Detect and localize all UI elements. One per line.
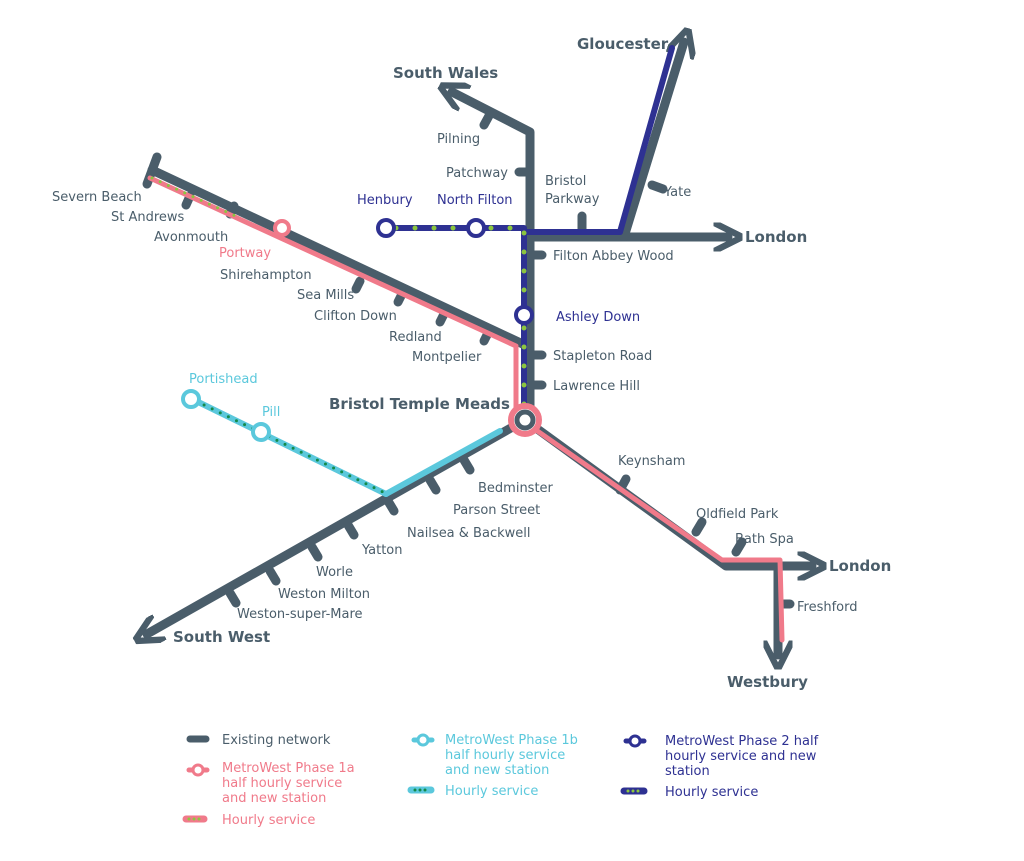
station-north-filton-marker[interactable]	[466, 218, 486, 238]
legend-p2-hourly: Hourly service	[665, 785, 758, 800]
station-label: Nailsea & Backwell	[407, 526, 530, 541]
station-label: Henbury	[357, 193, 413, 208]
line-south-west	[147, 415, 530, 634]
legend-p2-1: MetroWest Phase 2 half	[665, 734, 819, 749]
phase-2-hourly-dots	[393, 225, 527, 413]
station-ashley-down-marker[interactable]	[514, 305, 534, 325]
legend-p1b-hourly: Hourly service	[445, 784, 538, 799]
legend-p1a-2: half hourly service	[222, 776, 342, 791]
station-label: Freshford	[797, 600, 858, 615]
station-label: Sea Mills	[297, 288, 354, 303]
legend-p1b-1: MetroWest Phase 1b	[445, 733, 578, 748]
station-label: Filton Abbey Wood	[553, 249, 674, 264]
station-label: Portishead	[189, 372, 258, 387]
legend-p1a-3: and new station	[222, 791, 326, 806]
legend-p1a-hourly: Hourly service	[222, 813, 315, 828]
phase-1b-lines	[187, 395, 503, 497]
station-label: Worle	[316, 565, 353, 580]
station-label: Redland	[389, 330, 442, 345]
station-label: St Andrews	[111, 210, 185, 225]
station-label: Portway	[219, 246, 271, 261]
station-label: Ashley Down	[556, 310, 640, 325]
dest-gloucester: Gloucester	[577, 35, 669, 53]
station-label: Yate	[663, 185, 691, 200]
dest-london-north: London	[745, 228, 807, 246]
legend-p1b-swatch	[416, 733, 430, 747]
legend-p2-swatch	[628, 734, 642, 748]
dest-london-east: London	[829, 557, 891, 575]
station-label: Pill	[262, 405, 280, 420]
station-henbury-marker[interactable]	[376, 218, 396, 238]
station-portway-marker[interactable]	[273, 219, 291, 237]
line-gloucester	[619, 42, 684, 242]
station-label: Shirehampton	[220, 268, 312, 283]
hub-inner-marker	[514, 409, 536, 431]
legend-p1b-3: and new station	[445, 763, 549, 778]
station-label: Yatton	[361, 543, 403, 558]
legend-existing: Existing network	[222, 733, 331, 748]
legend-p2-2: hourly service and new	[665, 749, 817, 764]
legend-p1a-swatch	[191, 763, 205, 777]
station-label: Parkway	[545, 192, 600, 207]
dest-westbury: Westbury	[727, 673, 808, 691]
station-label: Bristol	[545, 174, 586, 189]
station-label: Severn Beach	[52, 190, 142, 205]
station-portishead-marker[interactable]	[181, 389, 201, 409]
line-south-wales	[452, 92, 535, 425]
legend: Existing network MetroWest Phase 1a half…	[182, 733, 819, 828]
phase-1a-lines	[147, 175, 785, 643]
legend-p1b-2: half hourly service	[445, 748, 565, 763]
dest-south-west: South West	[173, 628, 270, 646]
dest-south-wales: South Wales	[393, 64, 498, 82]
legend-p2-3: station	[665, 764, 710, 779]
phase-1b-hourly-dots	[194, 399, 385, 494]
station-label: Bedminster	[478, 481, 554, 496]
phase-1a-hourly-dots	[150, 176, 242, 220]
station-label: North Filton	[437, 193, 513, 208]
station-label: Parson Street	[453, 503, 540, 518]
station-label: Avonmouth	[154, 230, 228, 245]
station-label: Lawrence Hill	[553, 379, 640, 394]
station-label: Keynsham	[618, 454, 685, 469]
station-label: Clifton Down	[314, 309, 397, 324]
station-label: Oldfield Park	[696, 507, 779, 522]
hub-label: Bristol Temple Meads	[329, 395, 510, 413]
station-label: Stapleton Road	[553, 349, 652, 364]
station-label: Montpelier	[412, 350, 482, 365]
legend-p1a-1: MetroWest Phase 1a	[222, 761, 355, 776]
station-pill-marker[interactable]	[251, 422, 271, 442]
station-label: Weston-super-Mare	[237, 607, 363, 622]
line-severn-beach	[147, 165, 532, 351]
station-label: Weston Milton	[278, 587, 370, 602]
station-label: Pilning	[437, 132, 480, 147]
station-label: Bath Spa	[735, 532, 794, 547]
station-label: Patchway	[446, 166, 508, 181]
